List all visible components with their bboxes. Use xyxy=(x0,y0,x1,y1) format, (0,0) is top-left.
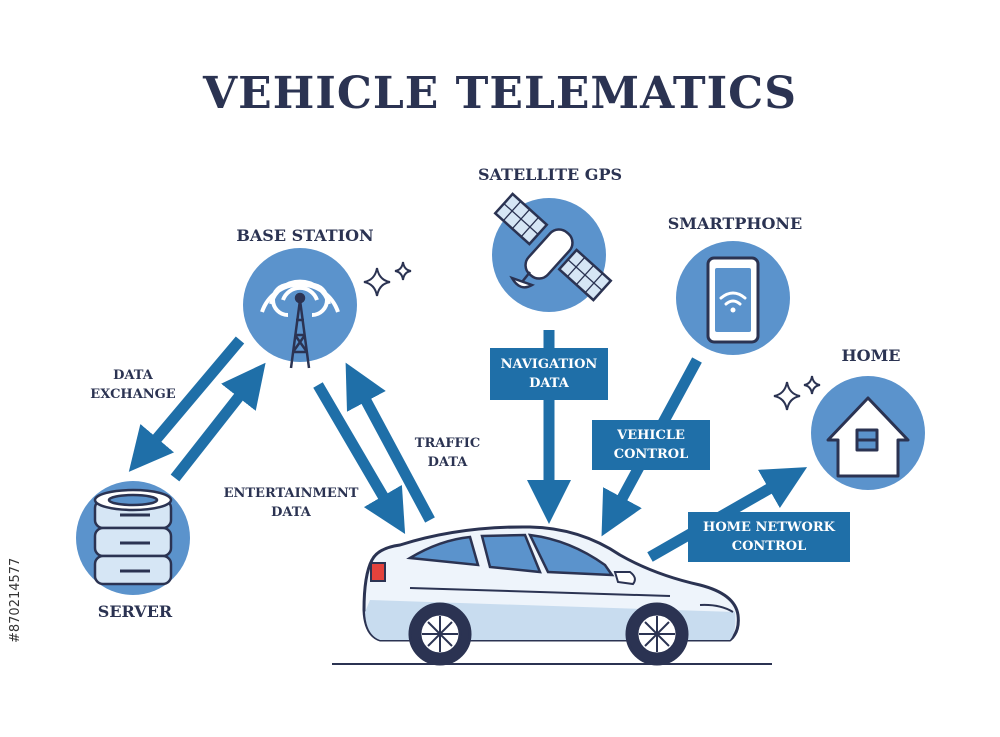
server-node xyxy=(76,481,190,595)
house-icon xyxy=(826,396,910,478)
arrow-base-to-car xyxy=(313,382,406,534)
base-station-node xyxy=(243,248,357,369)
satellite-icon xyxy=(493,192,613,302)
satellite-gps-label: SATELLITE GPS xyxy=(477,165,623,184)
arrow-base-to-server xyxy=(128,336,245,472)
data-exchange-label: DATA EXCHANGE xyxy=(90,368,176,402)
radio-tower-icon xyxy=(260,279,340,317)
vehicle-control-box: VEHICLE CONTROL xyxy=(592,420,710,470)
base-station-label: BASE STATION xyxy=(236,226,374,245)
home-node xyxy=(811,376,925,490)
satellite-node xyxy=(492,192,613,312)
sparkle-icon xyxy=(363,261,412,297)
home-label: HOME xyxy=(841,346,901,365)
stock-id: #870214577 xyxy=(8,557,23,643)
arrow-server-to-base xyxy=(170,362,266,482)
smartphone-icon xyxy=(706,256,760,344)
server-label: SERVER xyxy=(97,602,173,621)
home-network-control-box: HOME NETWORK CONTROL xyxy=(688,512,850,562)
navigation-data-box: NAVIGATION DATA xyxy=(490,348,608,400)
smartphone-node xyxy=(676,241,790,355)
entertainment-data-label: ENTERTAINMENT DATA xyxy=(223,486,359,520)
car-icon xyxy=(332,525,772,666)
smartphone-label: SMARTPHONE xyxy=(667,214,803,233)
diagram-title: VEHICLE TELEMATICS xyxy=(203,68,797,119)
sparkle-icon xyxy=(773,375,821,411)
arrow-car-to-base xyxy=(345,362,435,523)
server-icon xyxy=(93,488,173,586)
traffic-data-label: TRAFFIC DATA xyxy=(414,436,481,470)
